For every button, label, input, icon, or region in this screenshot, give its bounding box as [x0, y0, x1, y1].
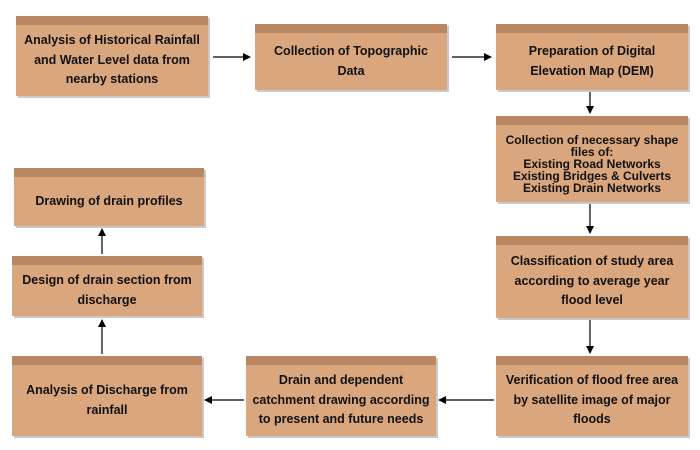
step-analysis-discharge: Analysis of Discharge from rainfall	[12, 356, 202, 436]
step-classification-study-area: Classification of study area according t…	[496, 236, 688, 318]
step-analysis-historical-rainfall: Analysis of Historical Rainfall and Wate…	[16, 16, 208, 96]
step-label: Drawing of drain profiles	[35, 193, 183, 208]
step-design-drain-section: Design of drain section from discharge	[12, 256, 202, 316]
step-drawing-drain-profiles: Drawing of drain profiles	[14, 168, 204, 226]
shape-file-item: Existing Drain Networks	[522, 180, 662, 195]
step-label: Collection of Topographic Data	[274, 44, 428, 78]
step-label: Verification of flood free area by satel…	[505, 373, 679, 427]
step-collection-topographic-data: Collection of Topographic Data	[255, 24, 447, 90]
step-collection-shape-files: Collection of necessary shape files of: …	[496, 116, 688, 202]
shape-file-item: Existing Bridges & Culverts	[512, 168, 672, 183]
step-label: Design of drain section from discharge	[22, 273, 192, 307]
step-label: Drain and dependent catchment drawing ac…	[252, 373, 430, 427]
step-label: Classification of study area according t…	[510, 254, 674, 308]
step-label: Collection of necessary shape files of:	[505, 132, 679, 159]
step-drain-catchment-drawing: Drain and dependent catchment drawing ac…	[246, 356, 436, 436]
step-label: Analysis of Discharge from rainfall	[26, 383, 188, 417]
step-label: Analysis of Historical Rainfall and Wate…	[24, 33, 200, 87]
step-label: Preparation of Digital Elevation Map (DE…	[528, 44, 656, 78]
shape-file-item: Existing Road Networks	[523, 156, 661, 171]
step-preparation-dem: Preparation of Digital Elevation Map (DE…	[496, 24, 688, 90]
step-verification-flood-free-area: Verification of flood free area by satel…	[496, 356, 688, 436]
